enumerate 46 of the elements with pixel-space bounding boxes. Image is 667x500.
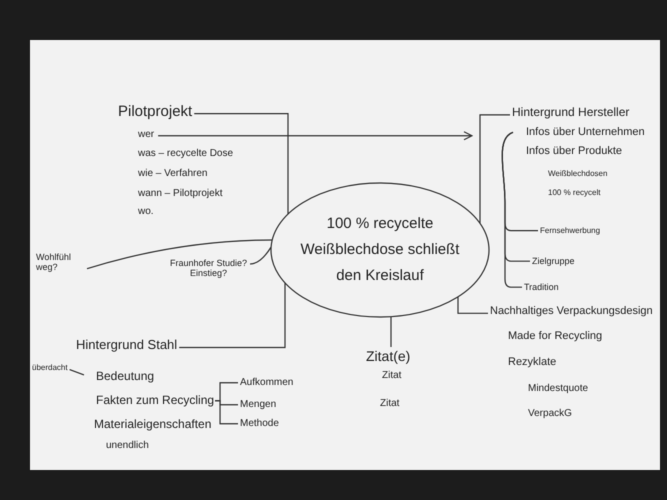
branch-text: wer: [128, 129, 154, 140]
list-item-text: Made for Recycling: [507, 330, 602, 343]
list-item-text: Rezyklate: [507, 356, 556, 369]
connector-line: [69, 369, 84, 376]
branch-text: Hintergrund Stahl: [76, 338, 178, 353]
list-item-text: Materialeigenschaften: [93, 418, 212, 432]
connector-line: [86, 239, 272, 270]
branch-text: Infos über Unternehmen: [516, 126, 645, 139]
note-text: Fraunhofer Studie?: [170, 258, 248, 268]
branch-text: Fakten zum Recycling: [86, 394, 214, 408]
list-item-text: Zitat: [381, 370, 402, 382]
branch-text: Wohlfühl weg?: [36, 252, 84, 273]
list-item-text: was – recycelte Dose: [137, 148, 234, 160]
list-item-text: 100 % recycelt: [547, 188, 600, 198]
list-item-text: Weißblechdosen: [547, 169, 608, 178]
connector-line: [179, 282, 286, 348]
connector-line: [390, 316, 392, 347]
branch-text: Fernsehwerbung: [540, 226, 600, 236]
branch-text: Nachhaltiges Verpackungsdesign: [490, 305, 653, 318]
list-item-text: unendlich: [105, 440, 149, 452]
connector-line: [215, 400, 238, 424]
connector-line: [479, 114, 510, 224]
note-text: Einstieg?: [189, 268, 228, 279]
list-item-text: Mindestquote: [527, 383, 588, 394]
branch-text: Mengen: [240, 399, 276, 410]
branch-text: Zitat(e): [366, 348, 410, 364]
topic-ellipse: 100 % recycelte Weißblechdose schließt den Kreislauf: [270, 182, 490, 318]
branch-text: Aufkommen: [240, 377, 294, 388]
list-item-text: Zitat: [379, 398, 400, 410]
arrow: [158, 131, 473, 140]
branch-text: überdacht: [32, 363, 68, 372]
connector-line: [250, 246, 272, 265]
branch-text: Pilotprojekt: [118, 103, 192, 120]
list-item-text: wo.: [137, 206, 154, 218]
branch-text: Tradition: [524, 282, 559, 292]
list-item-text: wann – Pilotprojekt: [137, 188, 222, 200]
connector-line: [502, 132, 522, 288]
list-item-text: wie – Verfahren: [137, 168, 208, 180]
connector-line: [457, 296, 488, 314]
list-item-text: Infos über Produkte: [525, 145, 622, 158]
list-item-text: VerpackG: [527, 408, 572, 420]
branch-text: Zielgruppe: [532, 256, 575, 266]
branch-text: Methode: [240, 418, 279, 430]
branch-text: Bedeutung: [86, 370, 154, 384]
connector-line: [194, 113, 289, 214]
branch-text: Hintergrund Hersteller: [512, 106, 630, 120]
